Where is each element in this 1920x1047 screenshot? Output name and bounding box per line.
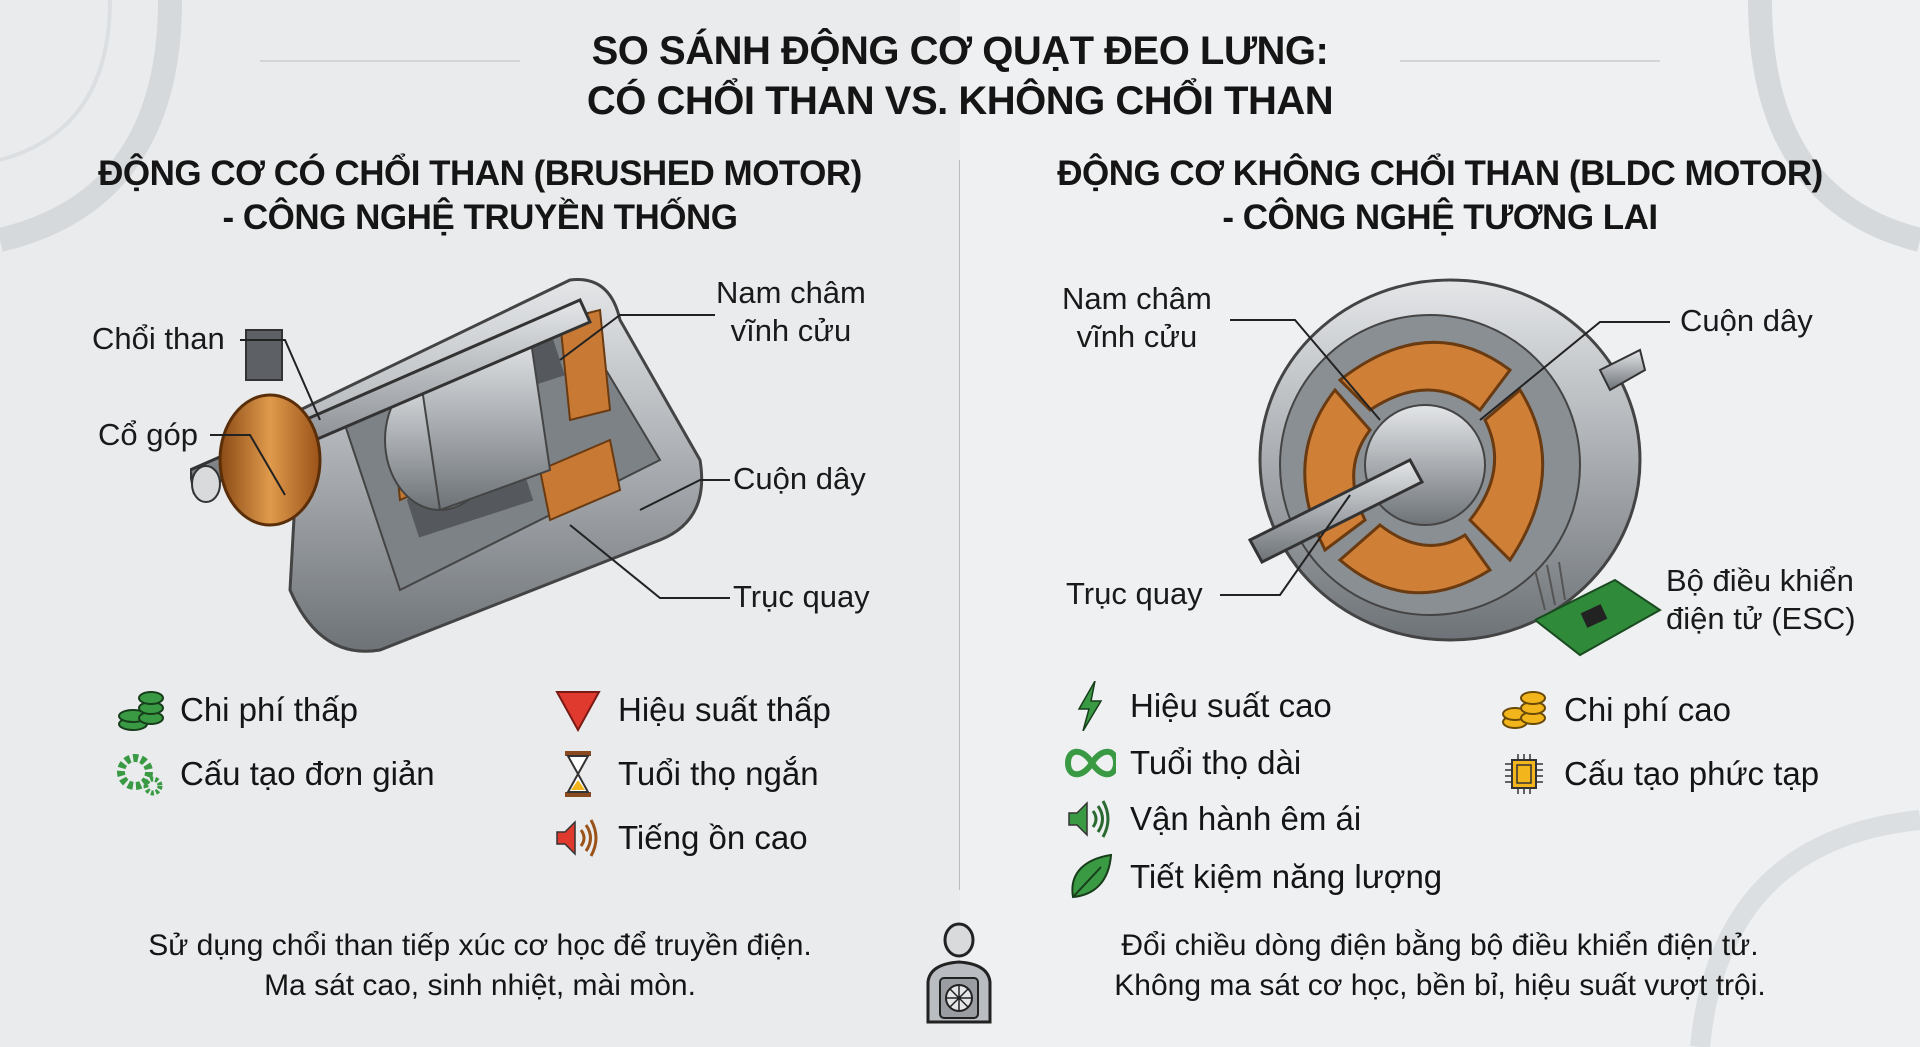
- label-esc-line-1: Bộ điều khiển: [1666, 563, 1854, 598]
- person-with-backpack-fan-icon: [926, 922, 992, 1024]
- feature-energy-saving: Tiết kiệm năng lượng: [1064, 853, 1443, 899]
- gold-coins-icon: [1498, 688, 1550, 732]
- chip-icon: [1498, 752, 1550, 796]
- infinity-icon: [1064, 741, 1116, 785]
- label-coil: Cuộn dây: [1680, 303, 1813, 338]
- hourglass-icon: [552, 751, 604, 797]
- label-coil: Cuộn dây: [733, 461, 866, 496]
- speaker-quiet-icon: [1064, 797, 1116, 841]
- right-description: Đổi chiều dòng điện bằng bộ điều khiển đ…: [1030, 926, 1850, 1006]
- circuit-line: [1400, 60, 1660, 62]
- coins-stack-icon: [114, 688, 166, 732]
- left-leader-lines: [210, 314, 730, 599]
- right-heading: ĐỘNG CƠ KHÔNG CHỔI THAN (BLDC MOTOR) - C…: [960, 152, 1920, 240]
- title-line-2: CÓ CHỔI THAN VS. KHÔNG CHỔI THAN: [586, 79, 1334, 123]
- feature-text: Tiết kiệm năng lượng: [1130, 858, 1443, 895]
- feature-low-efficiency: Hiệu suất thấp: [552, 688, 831, 732]
- left-description: Sử dụng chổi than tiếp xúc cơ học để tru…: [70, 926, 890, 1006]
- feature-simple-structure: Cấu tạo đơn giản: [114, 752, 435, 796]
- feature-high-cost: Chi phí cao: [1498, 688, 1731, 732]
- label-magnet-line-2: vĩnh cửu: [730, 313, 852, 348]
- left-description-line-1: Sử dụng chổi than tiếp xúc cơ học để tru…: [148, 929, 812, 962]
- label-esc-line-2: điện tử (ESC): [1666, 601, 1856, 636]
- feature-quiet-operation: Vận hành êm ái: [1064, 797, 1361, 841]
- feature-complex-structure: Cấu tạo phức tạp: [1498, 752, 1819, 796]
- left-heading: ĐỘNG CƠ CÓ CHỔI THAN (BRUSHED MOTOR) - C…: [0, 152, 960, 240]
- feature-text: Cấu tạo đơn giản: [180, 755, 435, 792]
- lightning-icon: [1064, 681, 1116, 731]
- right-heading-line-1: ĐỘNG CƠ KHÔNG CHỔI THAN (BLDC MOTOR): [1057, 154, 1823, 193]
- feature-text: Chi phí cao: [1564, 691, 1731, 728]
- feature-text: Tuổi thọ dài: [1130, 744, 1302, 781]
- feature-text: Hiệu suất thấp: [618, 691, 831, 728]
- feature-low-cost: Chi phí thấp: [114, 688, 358, 732]
- label-magnet-line-2: vĩnh cửu: [1076, 319, 1198, 354]
- label-shaft: Trục quay: [733, 579, 870, 614]
- label-magnet-line-1: Nam châm: [716, 275, 866, 310]
- feature-high-noise: Tiếng ồn cao: [552, 816, 808, 860]
- left-heading-line-2: - CÔNG NGHỆ TRUYỀN THỐNG: [222, 198, 738, 237]
- feature-text: Chi phí thấp: [180, 691, 358, 728]
- gears-icon: [114, 752, 166, 796]
- feature-text: Cấu tạo phức tạp: [1564, 755, 1820, 792]
- title-line-1: SO SÁNH ĐỘNG CƠ QUẠT ĐEO LƯNG:: [591, 29, 1329, 73]
- esc-board-icon: [1535, 561, 1662, 657]
- feature-text: Hiệu suất cao: [1130, 687, 1332, 724]
- label-magnet-line-1: Nam châm: [1062, 281, 1212, 316]
- label-commutator: Cổ góp: [98, 417, 198, 452]
- circuit-line: [260, 60, 520, 62]
- left-description-line-2: Ma sát cao, sinh nhiệt, mài mòn.: [264, 969, 696, 1002]
- right-description-line-2: Không ma sát cơ học, bền bỉ, hiệu suất v…: [1114, 969, 1766, 1002]
- feature-text: Tiếng ồn cao: [618, 819, 808, 856]
- page-title: SO SÁNH ĐỘNG CƠ QUẠT ĐEO LƯNG: CÓ CHỔI T…: [0, 26, 1920, 126]
- feature-text: Tuổi thọ ngắn: [618, 755, 819, 792]
- label-shaft: Trục quay: [1066, 576, 1203, 611]
- divider: [959, 160, 960, 890]
- label-brush: Chổi than: [92, 321, 225, 356]
- down-triangle-icon: [552, 688, 604, 732]
- brushed-motor-illustration: [190, 278, 704, 653]
- feature-high-efficiency: Hiệu suất cao: [1064, 681, 1332, 731]
- right-description-line-1: Đổi chiều dòng điện bằng bộ điều khiển đ…: [1121, 929, 1759, 962]
- left-heading-line-1: ĐỘNG CƠ CÓ CHỔI THAN (BRUSHED MOTOR): [98, 154, 862, 193]
- speaker-loud-icon: [552, 816, 604, 860]
- right-leader-lines: [1220, 319, 1670, 596]
- feature-long-life: Tuổi thọ dài: [1064, 741, 1301, 785]
- feature-text: Vận hành êm ái: [1130, 800, 1362, 837]
- right-heading-line-2: - CÔNG NGHỆ TƯƠNG LAI: [1222, 198, 1658, 237]
- leaf-icon: [1064, 853, 1116, 899]
- feature-short-life: Tuổi thọ ngắn: [552, 751, 819, 797]
